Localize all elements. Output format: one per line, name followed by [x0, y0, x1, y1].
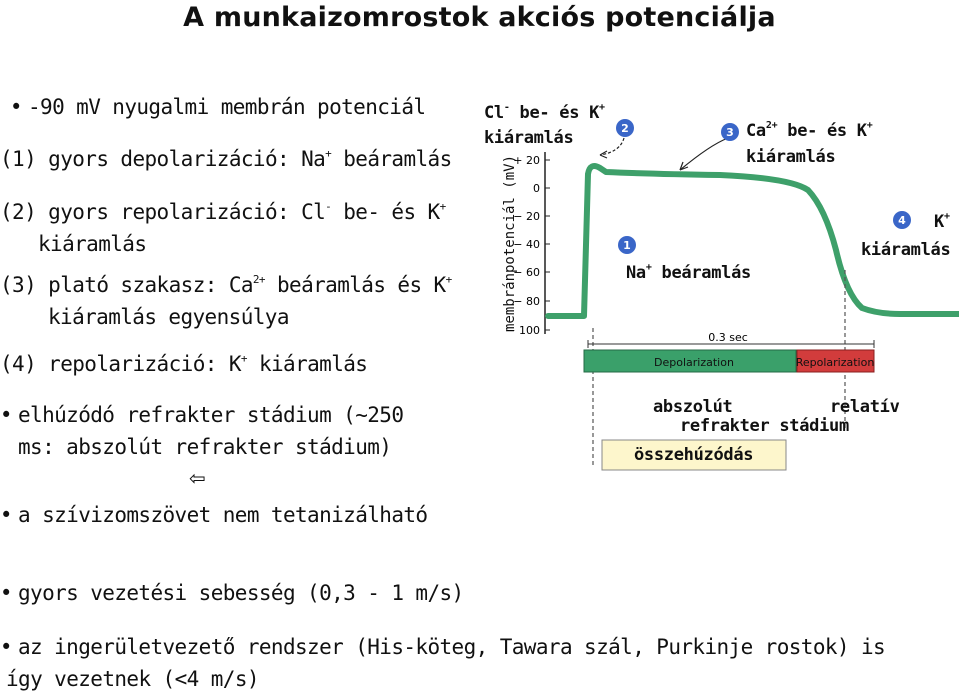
- phase-3-point: (3) plató szakasz: Ca2+ beáramlás és K+: [0, 270, 452, 300]
- tetanize-text: a szívizomszövet nem tetanizálható: [18, 503, 428, 527]
- phase-3-sup-k: +: [445, 273, 453, 286]
- contraction-box: [601, 439, 787, 471]
- phase-1-point: (1) gyors depolarizáció: Na+ beáramlás: [0, 144, 452, 174]
- resting-potential-point: -90 mV nyugalmi membrán potenciál: [10, 92, 426, 122]
- arrow-left-icon: ⇦: [189, 466, 206, 490]
- phase-1-text: (1) gyors depolarizáció: Na: [0, 147, 326, 171]
- svg-text:4: 4: [898, 214, 906, 227]
- ytick-label: − 60: [513, 266, 540, 279]
- repolarization-bar: [796, 349, 875, 373]
- refractory-line-2: ms: abszolút refrakter stádium): [18, 435, 392, 459]
- phase-badge-1-icon: 1: [618, 236, 636, 254]
- phase-badge-3-icon: 3: [721, 123, 739, 141]
- page-title: A munkaizomrostok akciós potenciálja: [183, 2, 776, 33]
- speed-text: gyors vezetési sebesség (0,3 - 1 m/s): [18, 581, 464, 605]
- contraction-label: összehúzódás: [634, 445, 754, 465]
- relative-label: relatív: [830, 397, 900, 417]
- phase-3-text: (3) plató szakasz: Ca: [0, 273, 254, 297]
- na-inflow-label: Na+ beáramlás: [626, 262, 751, 284]
- conduction-system-point: az ingerületvezető rendszer (His-köteg, …: [0, 632, 886, 662]
- ytick-label: + 20: [513, 154, 540, 167]
- phase-3-text-mid: beáramlás és K: [264, 273, 446, 297]
- phase-4-sup: +: [240, 352, 248, 365]
- resting-potential-text: -90 mV nyugalmi membrán potenciál: [28, 95, 426, 119]
- time-scale-label: 0.3 sec: [708, 331, 748, 344]
- ytick-label: − 80: [513, 295, 540, 308]
- svg-text:2: 2: [621, 122, 629, 135]
- y-ticks: + 20 0 − 20 − 40 − 60 − 80 − 100: [506, 154, 550, 337]
- ytick-label: − 20: [513, 210, 540, 223]
- ca-pointer: [679, 137, 729, 171]
- ytick-label: − 100: [506, 324, 540, 337]
- phase-2-text-mid: be- és K: [331, 200, 440, 224]
- phase-3-continuation: kiáramlás egyensúlya: [48, 305, 289, 329]
- phase-2-sup-cl: -: [325, 200, 332, 213]
- phase-badge-4-icon: 4: [893, 211, 911, 229]
- phase-4-text-end: kiáramlás: [246, 352, 368, 376]
- action-potential-curve: [545, 163, 959, 319]
- refractory-point: elhúzódó refrakter stádium (~250: [0, 400, 404, 430]
- cl-pointer: [599, 137, 625, 156]
- conduction-system-line-1: az ingerületvezető rendszer (His-köteg, …: [18, 635, 886, 659]
- phase-2-sup-k: +: [439, 200, 447, 213]
- refractory-stage-label: refrakter stádium: [680, 416, 849, 436]
- phase-2-text: (2) gyors repolarizáció: Cl: [0, 200, 326, 224]
- phase-2-point: (2) gyors repolarizáció: Cl- be- és K+: [0, 197, 446, 227]
- ca-k-label-2: kiáramlás: [746, 147, 836, 167]
- svg-text:3: 3: [726, 126, 734, 139]
- k-label: K+: [934, 211, 950, 233]
- ytick-label: − 40: [513, 238, 540, 251]
- depolarization-bar: [583, 349, 797, 373]
- k-outflow-label: kiáramlás: [861, 240, 951, 260]
- svg-text:1: 1: [623, 239, 631, 252]
- phase-4-text: (4) repolarizáció: K: [0, 352, 241, 376]
- conduction-system-line-2: így vezetnek (<4 m/s): [6, 667, 260, 691]
- refractory-line-1: elhúzódó refrakter stádium (~250: [18, 403, 404, 427]
- phase-2-continuation: kiáramlás: [38, 232, 147, 256]
- phase-1-sup: +: [325, 147, 332, 160]
- phase-badge-2-icon: 2: [616, 119, 634, 137]
- tetanize-point: a szívizomszövet nem tetanizálható: [0, 500, 428, 530]
- y-axis-label: membránpotenciál (mV): [502, 155, 518, 332]
- speed-point: gyors vezetési sebesség (0,3 - 1 m/s): [0, 578, 464, 608]
- phase-4-point: (4) repolarizáció: K+ kiáramlás: [0, 349, 368, 379]
- ca-k-label: Ca2+ be- és K+: [746, 120, 873, 142]
- depolarization-label: Depolarization: [654, 356, 734, 369]
- absolute-label: abszolút: [653, 397, 733, 417]
- ytick-label: 0: [533, 182, 540, 195]
- cl-k-outflow-label-2: kiáramlás: [484, 128, 574, 148]
- cl-k-outflow-label: Cl- be- és K+: [484, 102, 605, 124]
- phase-3-sup-ca: 2+: [252, 273, 266, 286]
- repolarization-label: Repolarization: [796, 356, 875, 369]
- phase-1-text-end: beáramlás: [331, 147, 452, 171]
